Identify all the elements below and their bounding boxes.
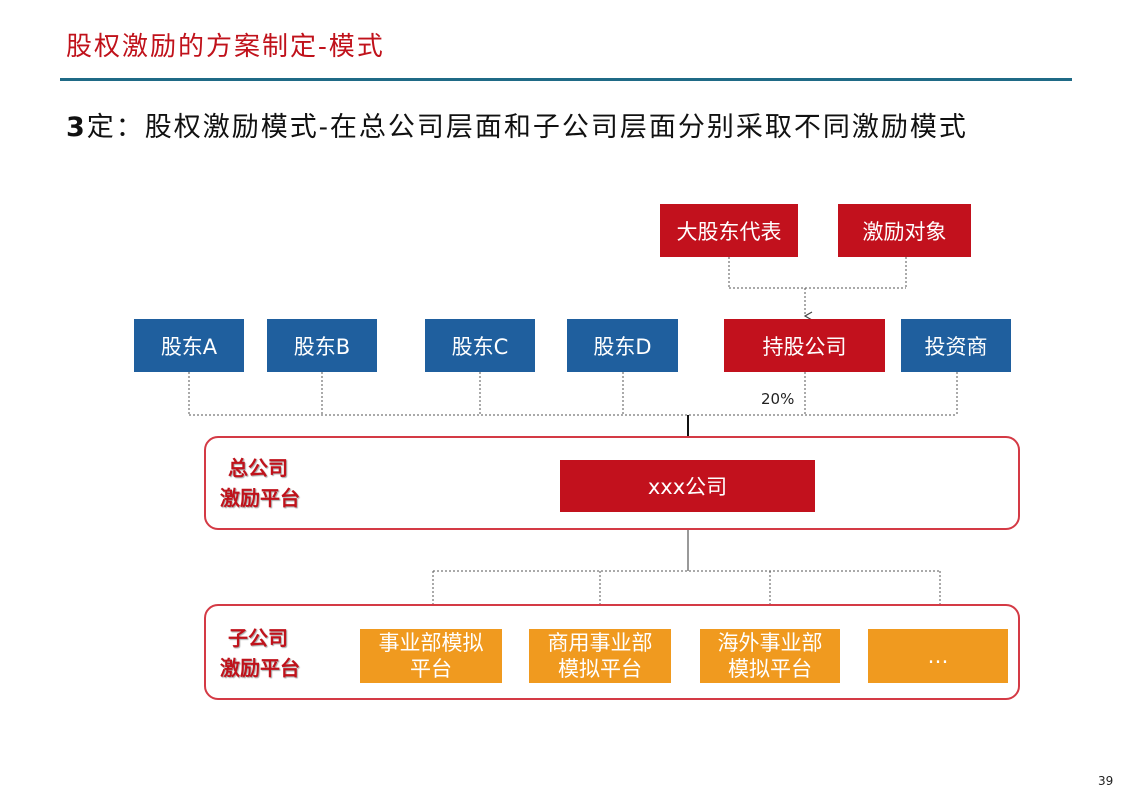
shareholder-bus [188,372,958,416]
page-subtitle: 3定：股权激励模式-在总公司层面和子公司层面分别采取不同激励模式 [66,105,968,144]
shareholder-b-node: 股东B [267,319,377,372]
investor-node: 投资商 [901,319,1011,372]
subsidiary-platform-label: 子公司 激励平台 [220,623,300,683]
page-number: 39 [1098,774,1114,788]
subsidiary-label-line2: 激励平台 [220,656,300,680]
overseas-division-platform-node: 海外事业部模拟平台 [700,629,840,683]
subtitle-text: 定：股权激励模式-在总公司层面和子公司层面分别采取不同激励模式 [86,112,968,143]
unit-1-line2: 平台 [410,657,452,681]
title-divider [60,78,1072,81]
page-title: 股权激励的方案制定-模式 [66,32,385,62]
holding-percentage-label: 20% [761,390,795,408]
subtitle-number: 3 [66,112,87,143]
shareholder-c-node: 股东C [425,319,535,372]
unit-3-line2: 模拟平台 [728,657,812,681]
more-units-node: … [868,629,1008,683]
subsidiary-label-line1: 子公司 [228,626,288,650]
unit-2-line2: 模拟平台 [558,657,642,681]
incentive-target-node: 激励对象 [838,204,971,257]
unit-1-line1: 事业部模拟 [378,631,484,655]
holding-company-node: 持股公司 [724,319,885,372]
division-sim-platform-node: 事业部模拟平台 [360,629,502,683]
top-connectors [728,257,907,321]
hq-label-line1: 总公司 [228,456,288,480]
commercial-division-platform-node: 商用事业部模拟平台 [529,629,671,683]
major-shareholder-rep-node: 大股东代表 [660,204,798,257]
hq-label-line2: 激励平台 [220,486,300,510]
shareholder-d-node: 股东D [567,319,678,372]
unit-3-line1: 海外事业部 [717,631,823,655]
shareholder-a-node: 股东A [134,319,244,372]
hq-company-node: xxx公司 [560,460,815,512]
hq-platform-label: 总公司 激励平台 [220,453,300,513]
unit-2-line1: 商用事业部 [547,631,653,655]
unit-4-line1: … [927,644,949,668]
